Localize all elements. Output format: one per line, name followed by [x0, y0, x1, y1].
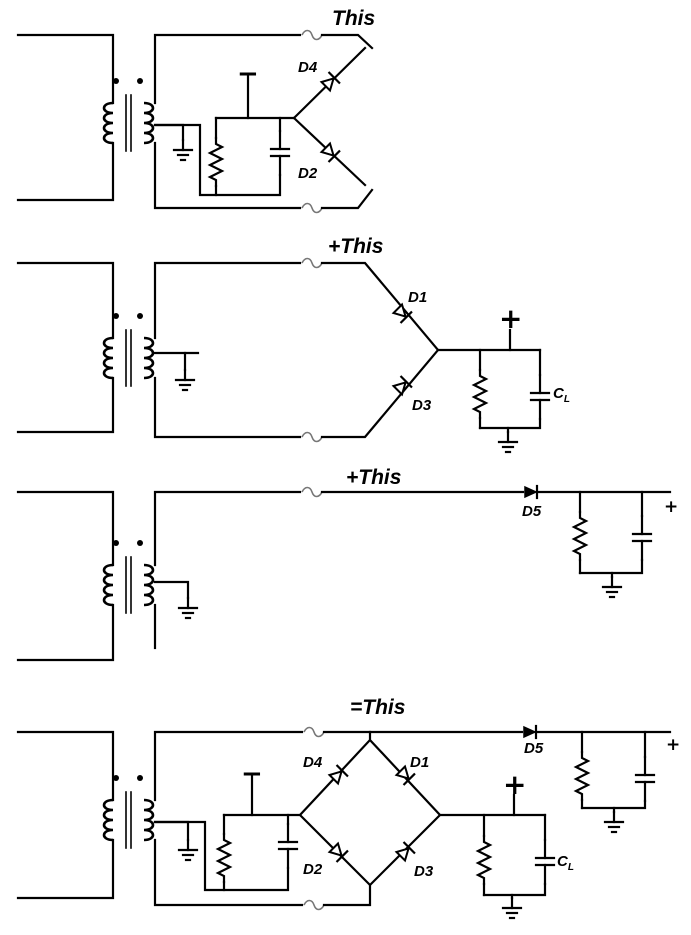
diode-d1: [391, 302, 413, 324]
transformer-4: [102, 773, 155, 850]
label-d2-4: D2: [303, 861, 323, 878]
ground-3-out: [601, 575, 623, 599]
ground-3: [177, 596, 199, 620]
resistor-4-out: [574, 750, 590, 802]
positive-sign-4: +: [503, 768, 526, 801]
fuse-3: [301, 486, 323, 498]
capacitor-4-out: [634, 755, 656, 803]
transformer-3: [102, 538, 155, 615]
panel-1-title: This: [332, 7, 375, 30]
resistor-3: [572, 510, 588, 562]
label-d3: D3: [412, 397, 432, 414]
capacitor-1: [269, 129, 291, 177]
capacitor-3: [631, 514, 653, 562]
ground-4: [177, 838, 199, 862]
panel-4: − + =This D4 D1 D2 D3 D5 + CL: [16, 696, 680, 920]
capacitor-4-neg: [277, 822, 299, 870]
capacitor-4-pos: [534, 838, 556, 886]
positive-sign-3: +: [664, 497, 678, 517]
capacitor-2: [529, 373, 551, 421]
panel-3-title: +This: [346, 466, 401, 489]
diode-d3-bridge: [394, 841, 416, 863]
label-d4: D4: [298, 59, 318, 76]
label-d4-4: D4: [303, 754, 323, 771]
fuse-1-bottom: [301, 202, 323, 214]
ground-4-pos: [501, 896, 523, 920]
fuse-4-top: [303, 726, 325, 738]
positive-sign-4-out: +: [666, 735, 680, 755]
panel-1: − This D4 D2: [16, 7, 375, 214]
label-d1-4: D1: [410, 754, 429, 771]
ground-4-out: [603, 810, 625, 834]
diode-d5: [523, 484, 539, 500]
panel-2: + +This D1 D3 CL: [16, 235, 570, 454]
label-cl-4: CL: [557, 853, 574, 873]
fuse-4-bottom: [303, 899, 325, 911]
negative-sign-4: −: [241, 759, 263, 789]
label-d3-4: D3: [414, 863, 434, 880]
fuse-2-bottom: [301, 431, 323, 443]
label-d5-4: D5: [524, 740, 544, 757]
panel-3: +This D5 +: [16, 466, 678, 662]
ground-1: [172, 138, 194, 162]
ground-2: [174, 368, 196, 392]
label-d5: D5: [522, 503, 542, 520]
transformer-1: [102, 76, 155, 153]
positive-sign-2: +: [499, 302, 522, 335]
label-cl-2: CL: [553, 385, 570, 405]
label-d1: D1: [408, 289, 427, 306]
panel-2-title: +This: [328, 235, 383, 258]
resistor-2: [472, 368, 488, 420]
fuse-2-top: [301, 257, 323, 269]
negative-sign-1: −: [237, 59, 259, 89]
fuse-1-top: [301, 29, 323, 41]
resistor-1: [208, 136, 224, 188]
resistor-4-neg: [216, 832, 232, 884]
label-d2: D2: [298, 165, 318, 182]
panel-4-title: =This: [350, 696, 405, 719]
diode-d5-4: [522, 724, 538, 740]
resistor-4-pos: [476, 834, 492, 886]
transformer-2: [102, 311, 155, 388]
ground-2-out: [497, 430, 519, 454]
